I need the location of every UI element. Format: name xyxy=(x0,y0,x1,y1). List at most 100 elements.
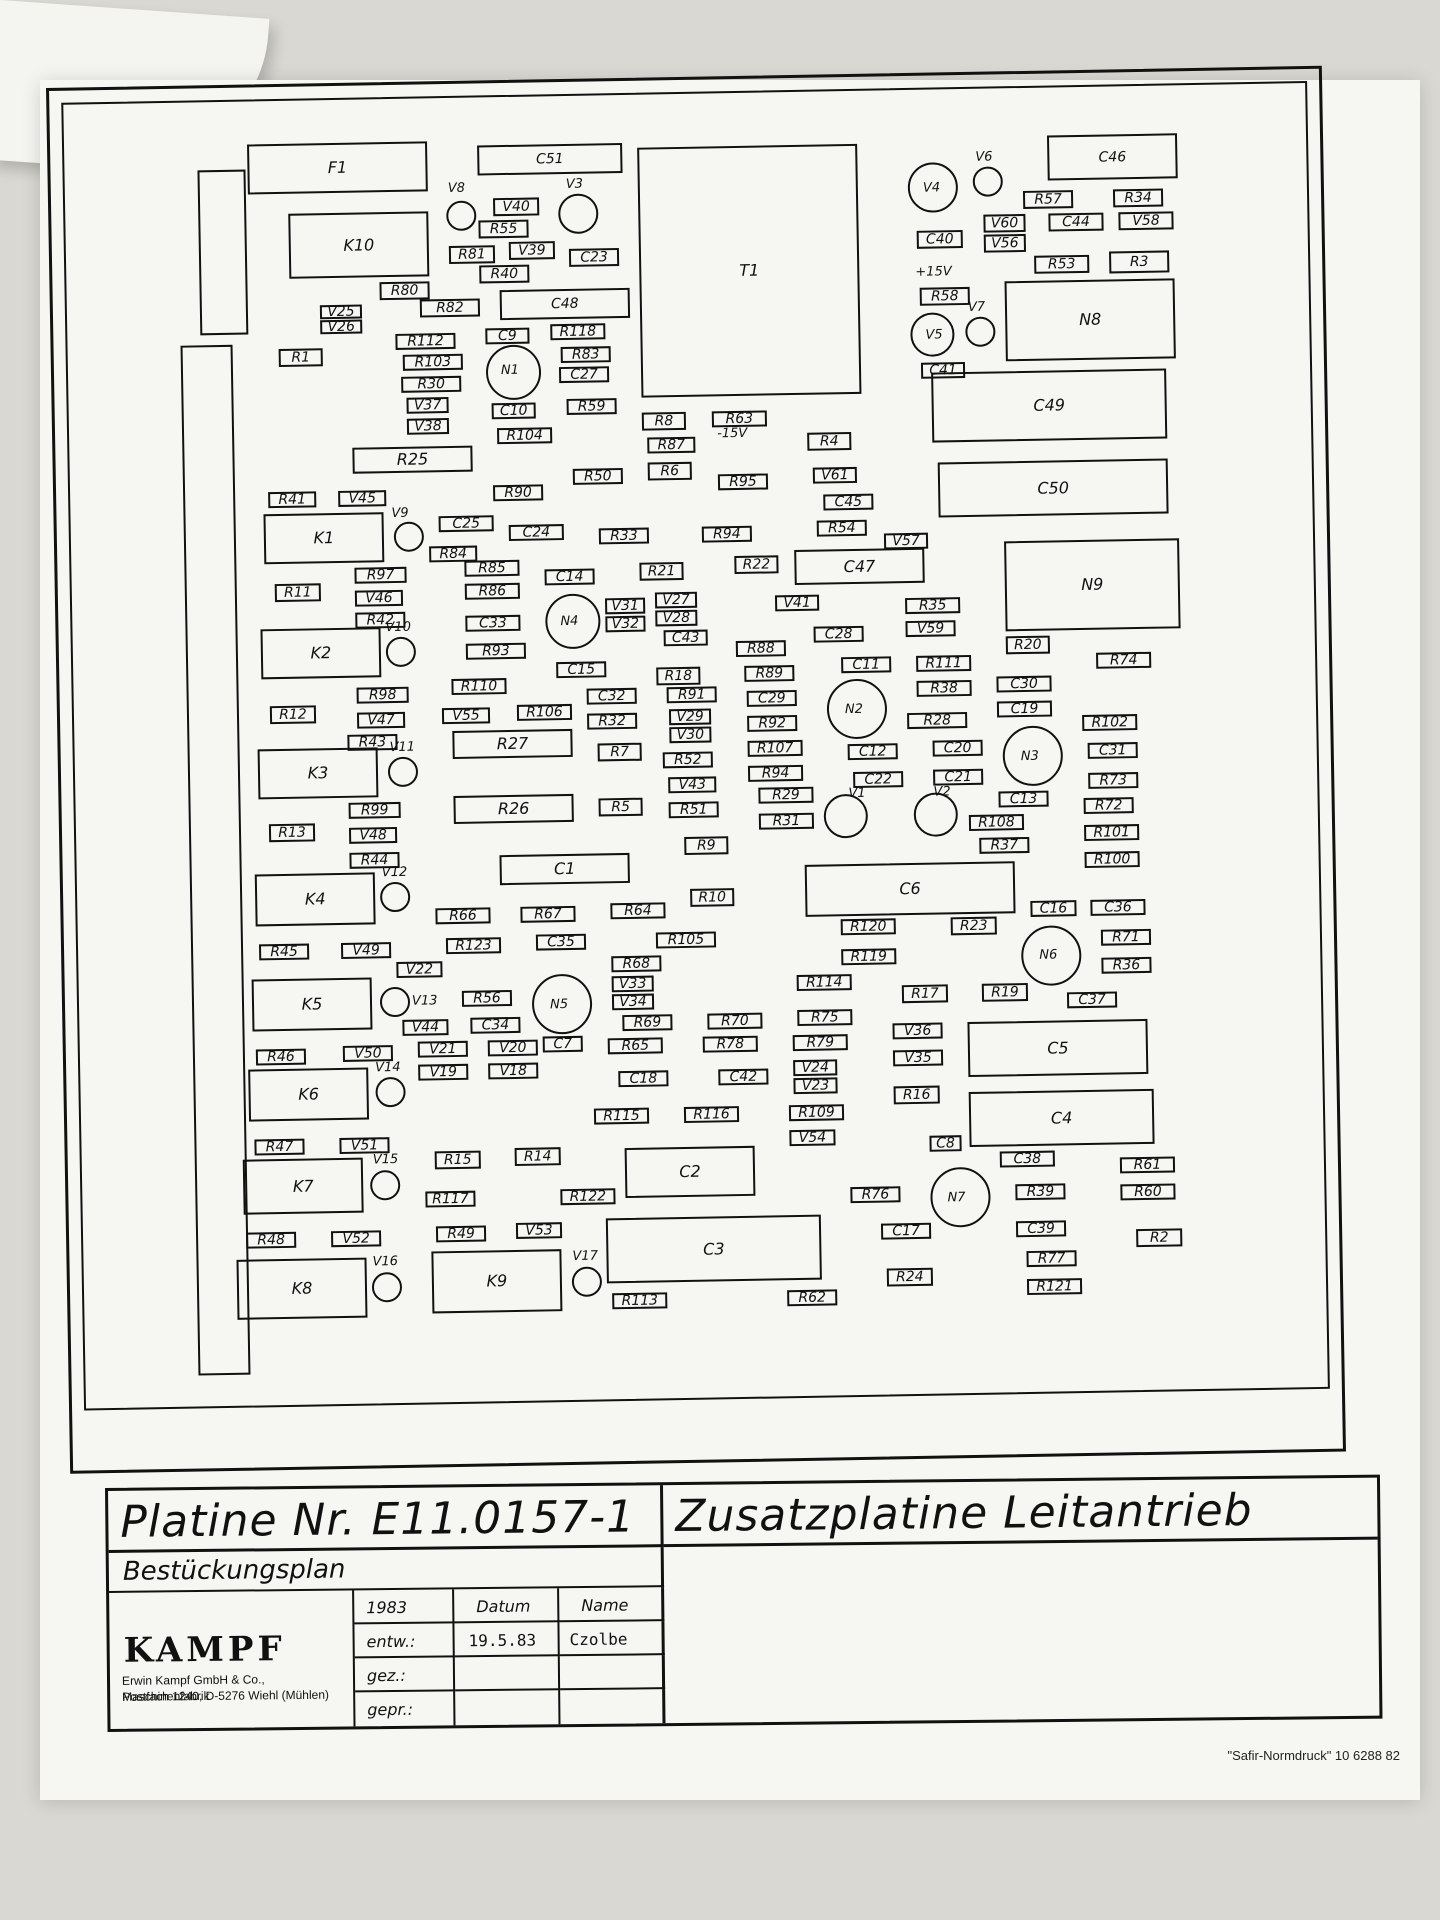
resistor-r92: R92 xyxy=(747,714,798,732)
relay-k9: K9 xyxy=(431,1249,563,1314)
transformer-t1: T1 xyxy=(637,143,862,398)
resistor-r94-b: R94 xyxy=(747,764,804,782)
capacitor-c14: C14 xyxy=(544,568,595,586)
label-n1: N1 xyxy=(500,362,520,379)
trimmer-r21: R21 xyxy=(639,561,684,581)
resistor-r108: R108 xyxy=(968,814,1025,832)
resistor-r114: R114 xyxy=(796,974,852,992)
resistor-r56: R56 xyxy=(461,990,513,1007)
diode-v59: V59 xyxy=(905,620,956,638)
capacitor-c37: C37 xyxy=(1066,991,1118,1009)
resistor-r73: R73 xyxy=(1088,772,1139,789)
gepr-name-cell xyxy=(560,1689,666,1725)
resistor-r33: R33 xyxy=(598,527,650,545)
gepr-date-cell xyxy=(455,1690,561,1726)
capacitor-c23: C23 xyxy=(568,248,620,267)
resistor-r115: R115 xyxy=(593,1107,650,1125)
trimmer-r6: R6 xyxy=(647,461,692,481)
resistor-r86: R86 xyxy=(464,582,520,600)
capacitor-c49: C49 xyxy=(931,368,1168,443)
resistor-r41: R41 xyxy=(268,491,317,509)
resistor-r89: R89 xyxy=(744,665,795,682)
diode-v55: V55 xyxy=(441,707,491,725)
capacitor-c3: C3 xyxy=(605,1214,822,1284)
name-header: Name xyxy=(581,1595,629,1616)
capacitor-c7: C7 xyxy=(542,1035,583,1053)
resistor-r85: R85 xyxy=(464,559,520,577)
relay-k7: K7 xyxy=(242,1157,364,1215)
resistor-r76: R76 xyxy=(850,1186,901,1204)
resistor-r57: R57 xyxy=(1022,190,1074,209)
label-n3: N3 xyxy=(1020,748,1039,765)
label-v1: V1 xyxy=(848,785,866,802)
resistor-r91: R91 xyxy=(666,686,717,704)
label-v7: V7 xyxy=(967,299,986,315)
resistor-r28: R28 xyxy=(907,712,968,730)
resistor-r78: R78 xyxy=(702,1035,758,1053)
resistor-r39: R39 xyxy=(1015,1183,1066,1201)
resistor-r53: R53 xyxy=(1034,254,1090,274)
label-n7: N7 xyxy=(947,1190,966,1206)
relay-k8: K8 xyxy=(236,1257,368,1320)
resistor-r97: R97 xyxy=(354,566,407,584)
resistor-r32: R32 xyxy=(587,712,638,730)
label-n6: N6 xyxy=(1039,947,1058,963)
resistor-r123: R123 xyxy=(445,937,502,955)
diode-v49: V49 xyxy=(340,942,392,959)
resistor-r51: R51 xyxy=(668,801,719,819)
trimmer-r3: R3 xyxy=(1109,250,1170,274)
resistor-r79: R79 xyxy=(792,1034,848,1052)
resistor-r107: R107 xyxy=(747,739,803,757)
connector-strip-top xyxy=(197,169,249,336)
trimmer-r5: R5 xyxy=(598,797,643,817)
entw-name: Czolbe xyxy=(569,1629,628,1650)
resistor-r95: R95 xyxy=(717,473,769,491)
label-v9: V9 xyxy=(391,505,409,522)
diode-v19: V19 xyxy=(418,1063,469,1081)
resistor-r80: R80 xyxy=(379,281,430,301)
resistor-r31: R31 xyxy=(758,812,815,830)
resistor-r45: R45 xyxy=(258,943,310,961)
capacitor-c30: C30 xyxy=(996,675,1052,693)
resistor-r64: R64 xyxy=(610,902,666,920)
resistor-r109: R109 xyxy=(788,1104,845,1122)
trimmer-r23: R23 xyxy=(950,916,997,936)
capacitor-c44: C44 xyxy=(1048,212,1104,232)
resistor-r111: R111 xyxy=(916,654,972,672)
trimmer-r7: R7 xyxy=(597,742,642,762)
resistor-r65: R65 xyxy=(607,1037,663,1055)
capacitor-c42: C42 xyxy=(718,1068,769,1086)
diode-v58: V58 xyxy=(1118,211,1174,231)
capacitor-c12: C12 xyxy=(847,743,898,761)
resistor-r93: R93 xyxy=(465,642,527,660)
diode-v52: V52 xyxy=(330,1230,382,1248)
fuse-f1: F1 xyxy=(247,141,428,195)
resistor-r62: R62 xyxy=(787,1289,838,1307)
label-v8: V8 xyxy=(447,180,466,197)
resistor-r58: R58 xyxy=(919,286,970,306)
diode-v33: V33 xyxy=(611,975,654,993)
resistor-r122: R122 xyxy=(560,1188,616,1206)
ic-n9: N9 xyxy=(1004,538,1181,632)
resistor-r116: R116 xyxy=(683,1106,740,1124)
relay-k10: K10 xyxy=(288,211,430,279)
logo-cell: KAMPF Erwin Kampf GmbH & Co., Maschinenf… xyxy=(109,1590,356,1729)
diode-v56: V56 xyxy=(983,233,1027,253)
resistor-r37: R37 xyxy=(979,836,1030,854)
trimmer-r13: R13 xyxy=(268,823,316,843)
label-v2: V2 xyxy=(933,784,951,800)
resistor-r36: R36 xyxy=(1101,956,1152,974)
label-v13: V13 xyxy=(411,993,438,1009)
trimmer-r2: R2 xyxy=(1136,1228,1183,1248)
resistor-r74: R74 xyxy=(1096,651,1152,669)
capacitor-c20: C20 xyxy=(932,739,983,757)
capacitor-c35: C35 xyxy=(535,933,587,951)
trimmer-r22: R22 xyxy=(734,555,779,575)
label-v12: V12 xyxy=(381,864,408,881)
relay-k6: K6 xyxy=(248,1067,370,1122)
capacitor-c11: C11 xyxy=(841,656,892,674)
resistor-r25: R25 xyxy=(352,445,473,474)
trimmer-r1: R1 xyxy=(278,348,323,367)
diode-v31: V31 xyxy=(604,597,646,615)
resistor-r50: R50 xyxy=(572,467,623,485)
